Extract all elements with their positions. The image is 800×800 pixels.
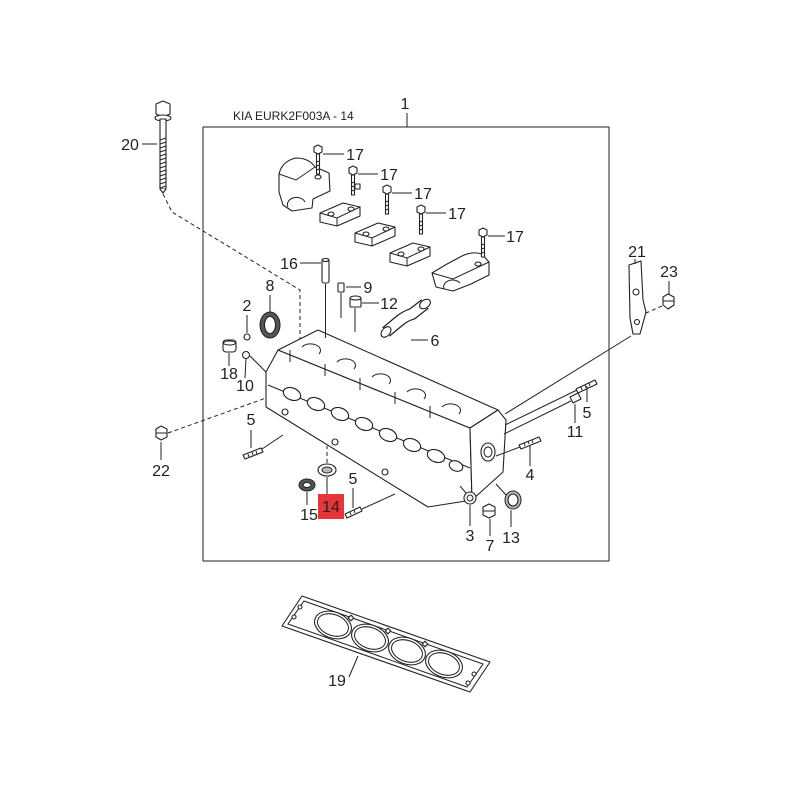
- callout-17-c[interactable]: 17: [414, 186, 432, 203]
- highlight-box[interactable]: [318, 494, 344, 519]
- callout-15[interactable]: 15: [300, 507, 318, 524]
- seal-14: [317, 463, 337, 477]
- cap-spacer: [354, 183, 361, 190]
- assembly-frame: [202, 126, 610, 562]
- callout-14-highlighted[interactable]: 14: [322, 499, 340, 516]
- ring-10: [241, 350, 251, 360]
- cap-13: [504, 490, 522, 510]
- bolt-22: [155, 425, 168, 441]
- callout-13[interactable]: 13: [502, 530, 520, 547]
- callout-16[interactable]: 16: [280, 256, 298, 273]
- camshaft-cap-rear: [431, 252, 490, 292]
- ring-10-path: [249, 355, 267, 373]
- callout-5-right[interactable]: 5: [583, 405, 592, 422]
- callout-4[interactable]: 4: [526, 467, 535, 484]
- callout-3[interactable]: 3: [466, 528, 475, 545]
- callout-8[interactable]: 8: [266, 278, 275, 295]
- head-bolt-20: [154, 100, 172, 194]
- callout-20[interactable]: 20: [121, 137, 139, 154]
- cap-bolt-17-e: [478, 227, 488, 258]
- callout-12[interactable]: 12: [380, 296, 398, 313]
- cap-bolt-17-a: [313, 144, 323, 175]
- plug-9: [337, 282, 345, 293]
- stud-5-lower-path: [361, 493, 396, 510]
- callout-6[interactable]: 6: [431, 333, 440, 350]
- callout-11[interactable]: 11: [567, 424, 584, 441]
- stud-5-right-path: [504, 389, 578, 426]
- callout-21[interactable]: 21: [628, 244, 646, 261]
- head-bolt-path: [162, 193, 301, 345]
- cap-bolt-17-c: [382, 184, 392, 215]
- stud-4: [518, 436, 542, 450]
- camshaft-cap-a: [319, 202, 361, 227]
- callout-17-b[interactable]: 17: [380, 167, 398, 184]
- plug-11: [569, 392, 582, 404]
- callout-23[interactable]: 23: [660, 264, 678, 281]
- bolt-22-path: [167, 397, 267, 434]
- pipe-fitting-6: [380, 298, 431, 338]
- stud-5-lower: [344, 506, 363, 519]
- stud-5-left-path: [261, 434, 284, 450]
- callout-17-d[interactable]: 17: [448, 206, 466, 223]
- callout-17-e[interactable]: 17: [506, 229, 524, 246]
- callout-1[interactable]: 1: [401, 96, 410, 113]
- washer-15: [298, 478, 316, 492]
- stud-4-path: [495, 446, 521, 457]
- head-gasket-19: [281, 595, 491, 693]
- cap-bolt-17-d: [416, 204, 426, 235]
- callout-2[interactable]: 2: [243, 298, 252, 315]
- camshaft-cap-front: [278, 157, 331, 212]
- ring-3: [463, 491, 477, 505]
- callout-10[interactable]: 10: [236, 378, 254, 395]
- callout-18[interactable]: 18: [220, 366, 238, 383]
- cup-plug-12: [349, 295, 362, 308]
- cylinder-head: [265, 329, 507, 508]
- plug-11-path: [503, 400, 572, 435]
- diagram-title: KIA EURK2F003A - 14: [233, 109, 354, 123]
- cap-13-path: [495, 483, 507, 496]
- cap-bolt-17-b: [348, 165, 358, 196]
- dowel-pin-16: [321, 257, 330, 284]
- plug-7: [482, 503, 496, 519]
- leader-19: [348, 655, 359, 678]
- stud-5-left: [242, 447, 264, 460]
- bolt-23-path: [645, 305, 663, 314]
- leader-10: [244, 358, 247, 379]
- bracket-path: [504, 335, 632, 415]
- callout-9[interactable]: 9: [364, 280, 373, 297]
- oil-seal-8: [259, 311, 281, 339]
- camshaft-cap-b: [354, 222, 396, 247]
- plug-18: [222, 339, 237, 353]
- bracket-21: [628, 260, 647, 335]
- callout-22[interactable]: 22: [152, 463, 170, 480]
- ring-3-path: [459, 485, 467, 494]
- callout-19[interactable]: 19: [328, 673, 346, 690]
- camshaft-cap-c: [389, 242, 431, 267]
- pin-2: [243, 333, 251, 341]
- callout-17-a[interactable]: 17: [346, 147, 364, 164]
- bolt-23: [662, 293, 675, 310]
- callout-5-lower[interactable]: 5: [349, 471, 358, 488]
- callout-5-left[interactable]: 5: [247, 412, 256, 429]
- callout-7[interactable]: 7: [486, 538, 495, 555]
